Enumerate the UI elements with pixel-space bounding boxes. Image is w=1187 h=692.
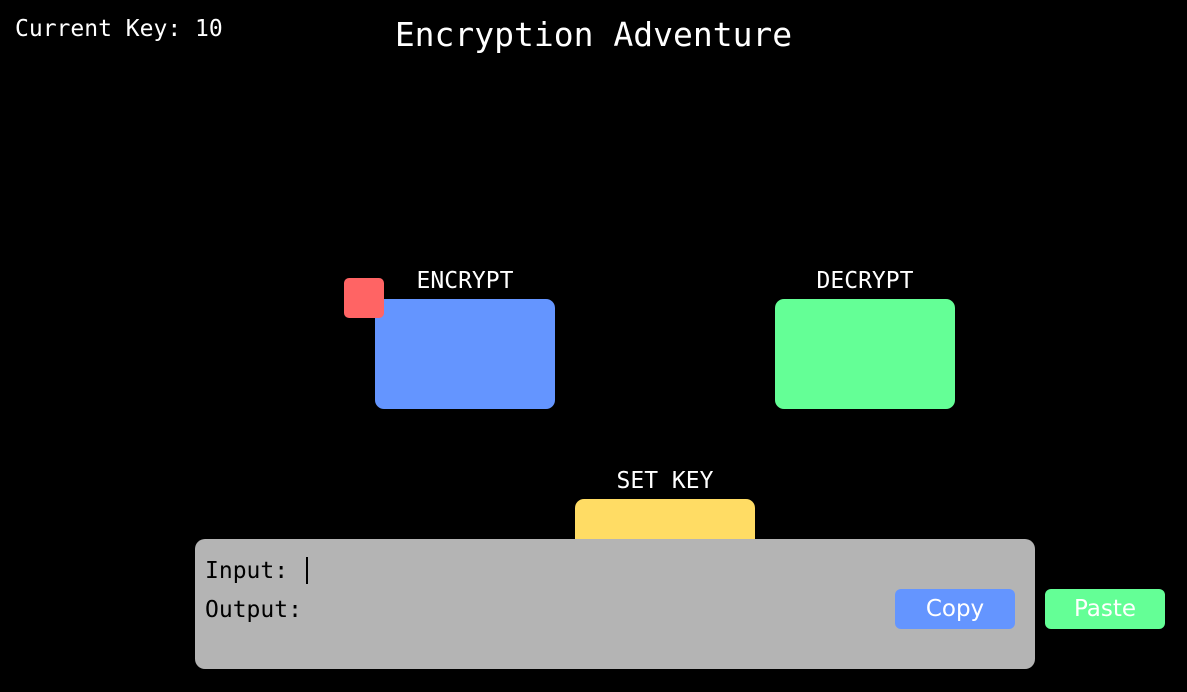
current-key-display: Current Key: 10	[15, 16, 223, 42]
game-title: Encryption Adventure	[394, 15, 793, 54]
paste-button[interactable]: Paste	[1045, 589, 1165, 629]
set-key-zone-label: SET KEY	[616, 468, 714, 494]
decrypt-zone-label: DECRYPT	[816, 268, 914, 294]
player-square[interactable]	[344, 278, 384, 318]
decrypt-zone[interactable]	[775, 299, 955, 409]
current-key-value: 10	[195, 16, 223, 42]
output-row: Output:	[205, 597, 316, 623]
text-caret	[305, 557, 308, 584]
encrypt-zone-label: ENCRYPT	[416, 268, 514, 294]
output-label: Output:	[205, 597, 302, 623]
input-label: Input:	[205, 558, 289, 584]
current-key-label: Current Key:	[15, 16, 182, 42]
input-row[interactable]: Input:	[205, 557, 308, 584]
copy-button[interactable]: Copy	[895, 589, 1015, 629]
encrypt-zone[interactable]	[375, 299, 555, 409]
